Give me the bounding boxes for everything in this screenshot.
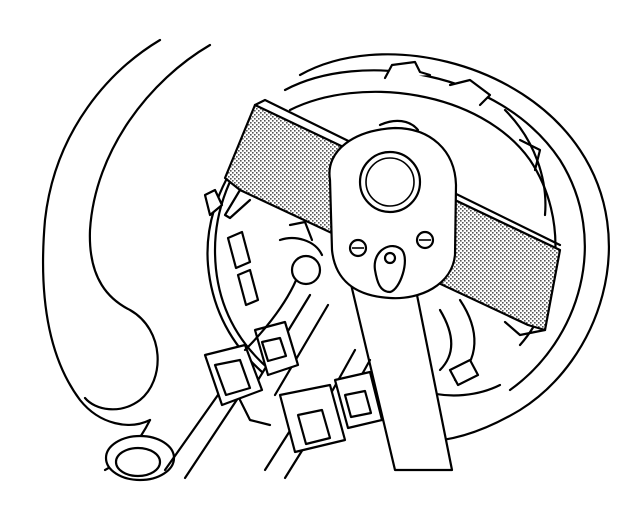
ratchet-direction-lever: [373, 245, 407, 294]
ratchet-handle: [328, 126, 458, 472]
ratchet-drive-socket: [358, 150, 422, 214]
tank-port-inner: [114, 446, 162, 478]
fuel-line-connectors: [163, 220, 384, 480]
fuel-sender-lock-ring: [203, 53, 610, 443]
tank-body: [42, 38, 212, 482]
fuel-line-fitting: [290, 254, 322, 286]
